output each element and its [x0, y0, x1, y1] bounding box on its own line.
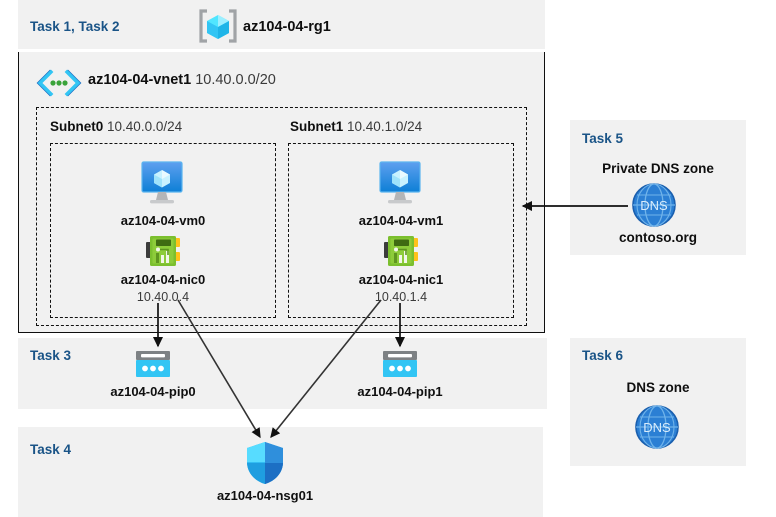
public-ip-address-icon	[380, 348, 420, 380]
subnet1-name: Subnet1	[290, 119, 344, 134]
resource-group-panel	[18, 0, 545, 49]
nsg-name: az104-04-nsg01	[216, 488, 314, 503]
private-dns-zone-heading: Private DNS zone	[602, 161, 714, 176]
private-dns-zone-name: contoso.org	[619, 230, 697, 245]
resource-group-icon	[198, 8, 238, 44]
network-interface-icon	[144, 234, 182, 270]
dns-zone-icon: DNS	[631, 182, 677, 228]
task-label-1-2: Task 1, Task 2	[30, 19, 120, 34]
task-label-5: Task 5	[582, 131, 624, 146]
network-security-group-icon	[244, 440, 286, 486]
nic1-name: az104-04-nic1	[358, 272, 444, 287]
virtual-network-cidr: 10.40.0.0/20	[195, 72, 276, 88]
subnet0-box	[50, 143, 276, 318]
nic0-name: az104-04-nic0	[120, 272, 206, 287]
task-label-3: Task 3	[30, 348, 72, 363]
task-label-6: Task 6	[582, 348, 624, 363]
virtual-network-icon	[36, 69, 82, 97]
virtual-machine-icon	[134, 158, 190, 206]
svg-text:DNS: DNS	[643, 420, 671, 435]
virtual-network-title: az104-04-vnet1 10.40.0.0/20	[88, 72, 276, 88]
nic0-ip: 10.40.0.4	[136, 290, 190, 304]
svg-text:DNS: DNS	[640, 198, 668, 213]
subnet1-box	[288, 143, 514, 318]
dns-zone-icon: DNS	[634, 404, 680, 450]
task-label-4: Task 4	[30, 442, 72, 457]
vm1-name: az104-04-vm1	[358, 213, 444, 228]
network-interface-icon	[382, 234, 420, 270]
subnet1-title: Subnet1 10.40.1.0/24	[290, 119, 422, 134]
pip1-name: az104-04-pip1	[357, 384, 443, 399]
virtual-network-box	[18, 52, 545, 333]
resource-group-name: az104-04-rg1	[243, 19, 331, 35]
public-ip-address-icon	[133, 348, 173, 380]
subnet0-name: Subnet0	[50, 119, 104, 134]
virtual-machine-icon	[372, 158, 428, 206]
vm0-name: az104-04-vm0	[120, 213, 206, 228]
subnet0-cidr: 10.40.0.0/24	[107, 119, 183, 134]
pip0-name: az104-04-pip0	[110, 384, 196, 399]
dns-zone-heading: DNS zone	[626, 380, 690, 395]
subnet0-title: Subnet0 10.40.0.0/24	[50, 119, 182, 134]
nic1-ip: 10.40.1.4	[374, 290, 428, 304]
subnet1-cidr: 10.40.1.0/24	[347, 119, 423, 134]
virtual-network-name: az104-04-vnet1	[88, 72, 192, 88]
